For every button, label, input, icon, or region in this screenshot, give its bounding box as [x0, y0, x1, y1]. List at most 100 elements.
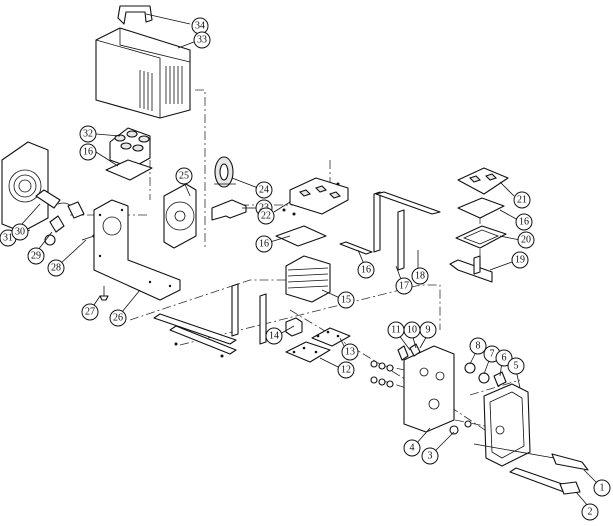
heatsink-block-part: [285, 255, 331, 303]
insulation-sheet-middle: [275, 225, 327, 247]
callout-17: 17: [395, 277, 413, 295]
svg-text:4: 4: [410, 443, 415, 454]
callout-33: 33: [193, 31, 211, 49]
svg-text:3: 3: [428, 451, 433, 462]
svg-text:2: 2: [588, 507, 593, 518]
svg-text:25: 25: [179, 171, 189, 182]
svg-text:19: 19: [515, 255, 525, 266]
output-terminal-bushings: [370, 360, 394, 388]
power-pcb-part: [457, 167, 509, 195]
svg-text:26: 26: [113, 313, 123, 324]
base-plate-part: [93, 199, 181, 301]
callout-16-b: 16: [255, 235, 273, 253]
callout-2: 2: [581, 503, 599, 521]
svg-text:17: 17: [399, 281, 409, 292]
callout-18: 18: [411, 267, 429, 285]
callout-26: 26: [109, 309, 127, 327]
cable-gland-part: [44, 215, 65, 246]
svg-text:34: 34: [195, 21, 205, 32]
svg-text:18: 18: [415, 271, 425, 282]
top-cover-part: [95, 27, 191, 119]
electrode-holder-part: [473, 443, 589, 471]
callout-6: 6: [495, 349, 513, 367]
callout-21: 21: [513, 191, 531, 209]
callout-3: 3: [421, 447, 439, 465]
upright-frame-part: [373, 191, 441, 271]
right-bracket-part: [449, 255, 493, 283]
callout-15: 15: [337, 291, 355, 309]
svg-text:16: 16: [259, 239, 269, 250]
nut-part: [449, 420, 472, 435]
callout-34: 34: [191, 17, 209, 35]
svg-text:10: 10: [407, 325, 417, 336]
callout-12: 12: [337, 361, 355, 379]
lower-rails-part: [153, 283, 267, 358]
callout-27: 27: [81, 303, 99, 321]
control-pcb-part: [282, 177, 349, 216]
callout-19: 19: [511, 251, 529, 269]
output-board-part: [285, 341, 331, 363]
power-cable-part: [35, 189, 85, 219]
front-panel-part: [397, 343, 455, 433]
screw-part-27: [99, 286, 109, 301]
mounting-rail-part: [339, 241, 373, 255]
svg-text:21: 21: [517, 195, 527, 206]
callout-20: 20: [517, 231, 535, 249]
svg-text:20: 20: [521, 235, 531, 246]
bracket-part: [211, 199, 247, 221]
svg-text:16: 16: [519, 217, 529, 228]
callout-11: 11: [387, 321, 405, 339]
callout-16-c: 16: [357, 261, 375, 279]
callout-32: 32: [79, 125, 97, 143]
fan-grille-part: [1, 141, 49, 233]
callout-25: 25: [175, 167, 193, 185]
svg-text:7: 7: [490, 349, 495, 360]
callout-22: 22: [257, 207, 275, 225]
svg-text:33: 33: [197, 35, 207, 46]
svg-text:12: 12: [341, 365, 351, 376]
svg-text:1: 1: [600, 483, 605, 494]
svg-text:5: 5: [514, 361, 519, 372]
svg-text:32: 32: [83, 129, 93, 140]
svg-text:13: 13: [345, 347, 355, 358]
control-knobs-part: [464, 362, 507, 387]
insulation-sheet-right: [457, 197, 505, 219]
front-bezel-part: [483, 383, 531, 467]
callout-16-d: 16: [515, 213, 533, 231]
terminal-board-part: [311, 327, 351, 347]
callout-14: 14: [265, 327, 283, 345]
callout-24: 24: [255, 181, 273, 199]
svg-text:9: 9: [426, 325, 431, 336]
svg-text:14: 14: [269, 331, 279, 342]
callout-13: 13: [341, 343, 359, 361]
callout-9: 9: [419, 321, 437, 339]
mounting-plate-part: [455, 225, 507, 249]
callout-4: 4: [403, 439, 421, 457]
handle-part: [117, 5, 153, 25]
cover-vent-slots: [139, 66, 183, 111]
svg-text:8: 8: [476, 341, 481, 352]
callout-1: 1: [593, 479, 611, 497]
svg-text:16: 16: [361, 265, 371, 276]
svg-text:27: 27: [85, 307, 95, 318]
toroid-inductor-part: [214, 156, 236, 188]
svg-text:6: 6: [502, 353, 507, 364]
insulation-sheet-part: [105, 159, 153, 181]
svg-text:29: 29: [31, 251, 41, 262]
callout-labels: 34 33 32 16 31 30 29 28 27 26 25 24 23 2…: [0, 17, 611, 521]
callout-5: 5: [507, 357, 525, 375]
capacitor-bank-part: [109, 127, 151, 169]
callout-30: 30: [11, 223, 29, 241]
callout-29: 29: [27, 247, 45, 265]
svg-text:15: 15: [341, 295, 351, 306]
rectifier-block-part: [285, 317, 303, 337]
svg-text:30: 30: [15, 227, 25, 238]
ground-clamp-part: [509, 467, 581, 495]
svg-text:31: 31: [3, 233, 13, 244]
svg-text:24: 24: [259, 185, 269, 196]
callout-8: 8: [469, 337, 487, 355]
svg-text:16: 16: [83, 147, 93, 158]
cooling-fan-part: [163, 183, 197, 249]
